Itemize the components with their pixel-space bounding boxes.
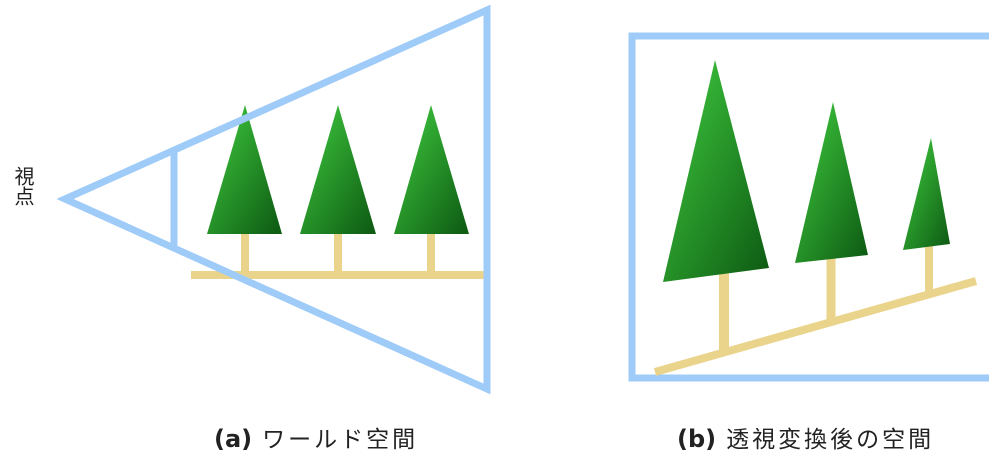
caption-text: ワールド空間 — [262, 427, 419, 453]
tree-foliage — [663, 60, 769, 282]
clip-box — [628, 32, 989, 382]
caption-world-space: (a) ワールド空間 — [214, 420, 418, 454]
tree — [207, 105, 282, 275]
tree-foliage — [300, 105, 376, 234]
tree-foliage — [394, 105, 469, 234]
tree — [394, 105, 469, 275]
tree — [300, 105, 376, 275]
tree-foliage — [903, 138, 950, 250]
caption-transformed-space: (b) 透視変換後の空間 — [677, 420, 934, 454]
caption-text: 透視変換後の空間 — [726, 427, 935, 453]
caption-tag: (a) — [214, 425, 253, 453]
caption-tag: (b) — [677, 425, 717, 453]
viewpoint-label: 視点 — [11, 166, 35, 206]
view-frustum — [56, 4, 491, 395]
world-space-panel — [56, 4, 491, 395]
ground-line — [653, 277, 978, 376]
tree-foliage — [795, 102, 868, 263]
transformed-space-panel — [628, 32, 989, 382]
tree-foliage — [207, 105, 282, 234]
